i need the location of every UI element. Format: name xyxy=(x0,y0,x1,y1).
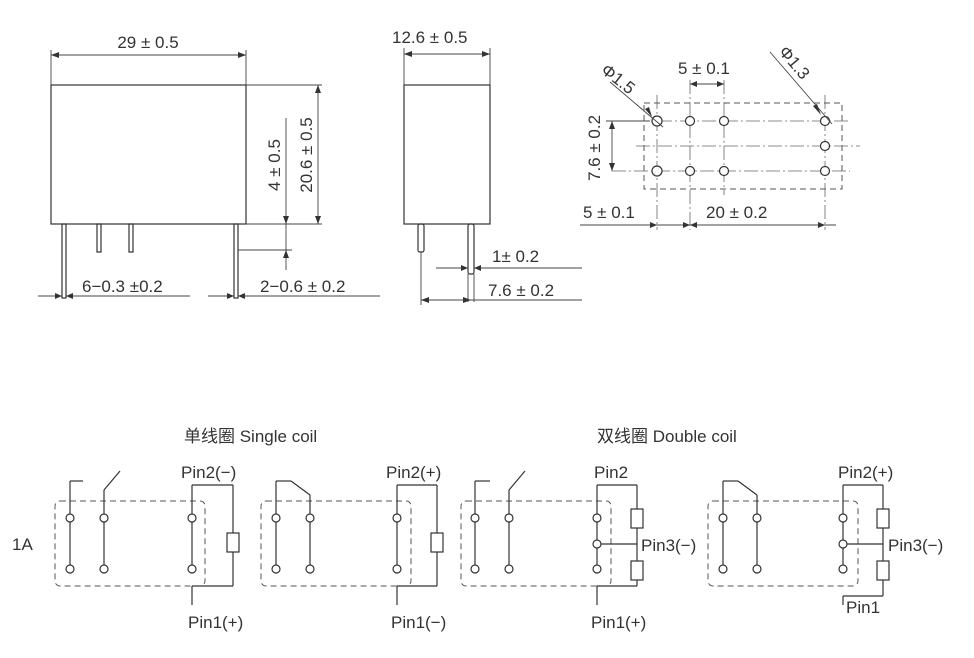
top-pitch-dimension: 5 ± 0.1 xyxy=(678,59,730,78)
coil xyxy=(226,532,240,553)
front-pin xyxy=(128,223,134,253)
bottom-right-pitch-dimension: 20 ± 0.2 xyxy=(706,203,767,222)
pin-length-dimension: 4 ± 0.5 xyxy=(265,139,284,191)
terminal xyxy=(392,564,402,574)
d1-top-pin-label: Pin2 xyxy=(594,463,628,482)
front-pin xyxy=(61,223,67,299)
side-pin xyxy=(467,223,475,275)
terminal xyxy=(752,513,762,523)
single-coil-schematic-2: Pin2(+) Pin1(−) xyxy=(260,463,446,632)
terminal xyxy=(838,513,848,523)
d2-bottom-pin-label: Pin1 xyxy=(846,598,880,617)
coil xyxy=(430,532,444,553)
terminal xyxy=(470,564,480,574)
front-view: 29 ± 0.5 20.6 ± 0.5 4 ± 0.5 6−0.3 ±0.2 2… xyxy=(38,33,380,299)
d2-mid-pin-label: Pin3(−) xyxy=(888,536,943,555)
front-pin xyxy=(233,223,239,299)
pin-spacing-side-dimension: 1± 0.2 xyxy=(492,247,539,266)
terminal xyxy=(271,564,281,574)
pin-offset-side-dimension: 7.6 ± 0.2 xyxy=(488,281,554,300)
terminal xyxy=(99,513,109,523)
length-dimension: 29 ± 0.5 xyxy=(117,33,178,52)
terminal xyxy=(392,513,402,523)
terminal xyxy=(838,539,848,549)
terminal xyxy=(99,564,109,574)
d1-bottom-pin-label: Pin1(+) xyxy=(591,613,646,632)
row-spacing-dimension: 7.6 ± 0.2 xyxy=(585,115,604,181)
pcb-hole xyxy=(684,165,696,177)
terminal xyxy=(592,513,602,523)
width-dimension: 12.6 ± 0.5 xyxy=(392,28,468,47)
pcb-hole xyxy=(718,115,730,127)
terminal xyxy=(187,564,197,574)
side-view: 12.6 ± 0.5 1± 0.2 7.6 ± 0.2 xyxy=(392,28,582,305)
double-coil-title: 双线圈 Double coil xyxy=(597,427,737,446)
terminal xyxy=(718,513,728,523)
double-coil-schematic-1: Pin2 Pin3(−) Pin1(+) xyxy=(460,463,696,632)
terminal xyxy=(305,513,315,523)
terminal xyxy=(271,513,281,523)
schematic-outline xyxy=(260,500,412,587)
terminal xyxy=(504,564,514,574)
pcb-hole xyxy=(718,165,730,177)
pin-width-side-dimension: 2−0.6 ± 0.2 xyxy=(260,277,345,296)
terminal xyxy=(65,513,75,523)
bottom-left-pitch-dimension: 5 ± 0.1 xyxy=(583,203,635,222)
s2-top-pin-label: Pin2(+) xyxy=(386,463,441,482)
pcb-hole xyxy=(684,115,696,127)
terminal xyxy=(592,539,602,549)
pin-width-front-dimension: 6−0.3 ±0.2 xyxy=(82,277,163,296)
height-dimension: 20.6 ± 0.5 xyxy=(297,117,316,193)
schematic-outline xyxy=(707,500,859,587)
coil xyxy=(876,508,890,529)
d1-mid-pin-label: Pin3(−) xyxy=(641,536,696,555)
s2-bottom-pin-label: Pin1(−) xyxy=(391,613,446,632)
terminal xyxy=(65,564,75,574)
single-coil-title: 单线圈 Single coil xyxy=(184,427,317,446)
coil xyxy=(630,560,644,581)
d2-top-pin-label: Pin2(+) xyxy=(838,463,893,482)
terminal xyxy=(592,564,602,574)
terminal xyxy=(470,513,480,523)
terminal xyxy=(305,564,315,574)
pcb-hole xyxy=(819,140,831,152)
pcb-hole xyxy=(651,165,663,177)
s1-bottom-pin-label: Pin1(+) xyxy=(188,613,243,632)
pcb-hole xyxy=(819,165,831,177)
coil xyxy=(630,508,644,529)
form-1a-label: 1A xyxy=(12,535,33,554)
schematic-outline xyxy=(54,500,206,587)
terminal xyxy=(838,564,848,574)
coil xyxy=(876,560,890,581)
terminal xyxy=(718,564,728,574)
large-hole-diameter: Φ1.5 xyxy=(598,60,639,98)
pcb-hole xyxy=(819,115,831,127)
relay-body-side xyxy=(403,84,491,225)
relay-body-front xyxy=(50,84,247,225)
terminal xyxy=(504,513,514,523)
small-hole-diameter: Φ1.3 xyxy=(775,42,813,83)
single-coil-schematic-1: Pin2(−) Pin1(+) xyxy=(54,463,243,632)
terminal xyxy=(752,564,762,574)
front-pin xyxy=(96,223,102,253)
terminal xyxy=(187,513,197,523)
s1-top-pin-label: Pin2(−) xyxy=(181,463,236,482)
double-coil-schematic-2: Pin2(+) Pin3(−) Pin1 xyxy=(707,463,943,617)
schematic-outline xyxy=(460,500,612,587)
side-pin xyxy=(417,223,425,253)
pcb-layout: Φ1.5 Φ1.3 5 ± 0.1 7.6 ± 0.2 5 ± 0.1 20 ±… xyxy=(580,42,860,230)
